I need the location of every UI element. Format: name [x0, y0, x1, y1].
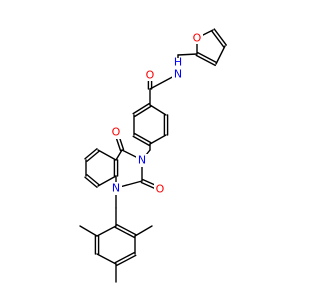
bond-b4-b5 — [134, 132, 152, 144]
bond-mC3-mC4 — [116, 254, 137, 267]
quinazoline-o2-label: O — [156, 183, 165, 196]
bond-qC4a-bz5 — [97, 149, 117, 161]
quinazoline-n3: N — [136, 154, 148, 167]
bond-bz8-qC8a — [97, 175, 117, 187]
bond-fC2-fC3 — [197, 51, 218, 64]
bond-b6-b1 — [134, 105, 152, 118]
amide-nitrogen-label: N — [174, 68, 182, 81]
bond-aCH2-fC2 — [177, 53, 198, 56]
bond-mC2-m2Me — [134, 225, 153, 237]
furan-oxygen: O — [191, 31, 203, 45]
quinazoline-o2: O — [154, 183, 166, 196]
furan-oxygen-label: O — [193, 32, 202, 45]
amide-hydrogen-label: H — [174, 56, 182, 69]
bond-b3-b4 — [149, 134, 167, 145]
quinazoline-o4-label: O — [112, 126, 121, 139]
bond-mC6-m6Me — [79, 225, 98, 237]
bond-mC1-mC2 — [116, 223, 137, 236]
bond-mC3-mC4 — [114, 251, 135, 264]
quinazoline-n1-label: N — [112, 182, 120, 195]
atom-label-layer: O H N O N N O O — [110, 31, 203, 196]
bond-mC4-mC5 — [96, 253, 117, 265]
amide-nitrogen: H N — [172, 56, 184, 81]
amide-oxygen-label: O — [146, 69, 155, 82]
bond-bz5-bz6 — [84, 148, 98, 160]
bond-bz7-bz8 — [86, 174, 100, 186]
bond-mC1-mC2 — [114, 226, 135, 239]
bond-mC6-mC1 — [96, 225, 117, 237]
quinazoline-n1: N — [110, 182, 122, 195]
bond-fC4-fC5 — [211, 30, 225, 48]
bond-fC2-fC3 — [195, 54, 216, 67]
bond-layer — [79, 28, 227, 283]
bond-bz7-bz8 — [84, 176, 98, 188]
quinazoline-n3-label: N — [138, 154, 146, 167]
quinazoline-o4: O — [110, 126, 122, 139]
bond-b6-b1 — [132, 102, 150, 115]
bond-fC3-fC4 — [215, 45, 226, 65]
bond-bz5-bz6 — [86, 150, 100, 162]
bond-b4-b5 — [132, 135, 150, 147]
chemical-structure-diagram: O H N O N N O O — [79, 28, 227, 283]
amide-oxygen: O — [144, 68, 156, 82]
bond-qC4-qC4a — [115, 149, 123, 161]
bond-fC4-fC5 — [213, 28, 227, 46]
bond-b1-b2 — [149, 104, 167, 116]
